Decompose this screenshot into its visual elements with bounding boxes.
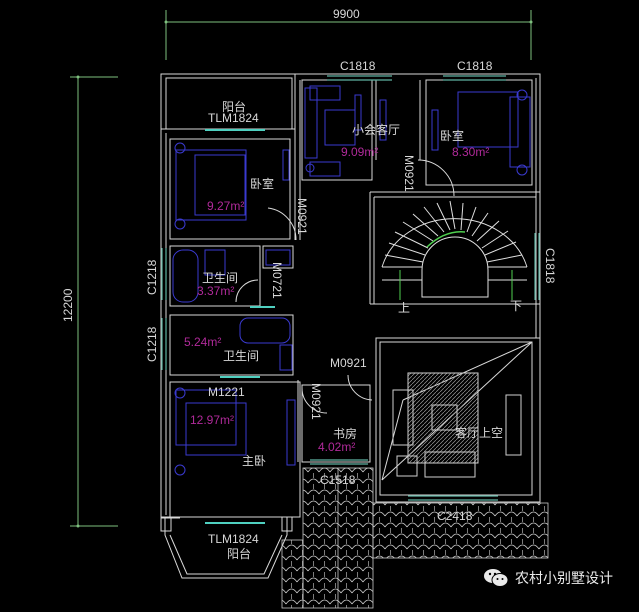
- room-area-bedroom-ne: 8.30m²: [452, 145, 490, 159]
- room-name-bedroom-ne: 卧室: [440, 129, 465, 143]
- window-label-living: C2418: [437, 509, 473, 523]
- watermark: 农村小别墅设计: [483, 568, 613, 588]
- spiral-stair: [381, 200, 528, 298]
- door-label-study-side: M0921: [309, 383, 323, 420]
- room-name-balcony-top: 阳台: [222, 100, 247, 114]
- room-area-bedroom-nw: 9.27m²: [207, 199, 245, 213]
- window-label-bath1: C1218: [145, 259, 159, 295]
- room-area-bath1: 3.37m²: [197, 284, 235, 298]
- dimension-width: 9900: [333, 7, 360, 21]
- terrace-tiles: [281, 467, 549, 609]
- room-area-study: 4.02m²: [318, 440, 356, 454]
- stair-down-label: 下: [510, 299, 523, 313]
- room-name-bath2: 卫生间: [223, 349, 260, 363]
- door-label-bath1: M0721: [270, 262, 284, 299]
- window-label-study: C1518: [320, 473, 356, 487]
- room-area-bath2: 5.24m²: [184, 335, 222, 349]
- watermark-text: 农村小别墅设计: [515, 571, 613, 587]
- door-label-study-top: M0921: [330, 356, 367, 370]
- door-label-balcony-bottom: TLM1824: [208, 532, 259, 546]
- door-label-master: M1221: [208, 385, 245, 399]
- door-swings: [235, 159, 455, 414]
- door-label-balcony-top: TLM1824: [208, 111, 259, 125]
- room-name-study: 书房: [333, 427, 358, 441]
- room-name-bedroom-nw: 卧室: [250, 177, 275, 191]
- room-name-master: 主卧: [242, 454, 267, 468]
- room-name-lounge: 小会客厅: [352, 123, 401, 137]
- room-name-bath1: 卫生间: [202, 271, 239, 285]
- stair-up-label: 上: [398, 301, 411, 315]
- door-label-lounge: M0921: [402, 155, 416, 192]
- sliding-doors: [205, 129, 275, 524]
- stair-arrows: [399, 231, 513, 300]
- room-area-master: 12.97m²: [190, 413, 235, 427]
- room-name-balcony-bottom: 阳台: [227, 547, 252, 561]
- room-name-living-void: 客厅上空: [455, 426, 504, 440]
- door-label-bedroom1: M0921: [295, 198, 309, 235]
- window-label-bath2: C1218: [145, 326, 159, 362]
- windows: [161, 75, 540, 501]
- living-furniture: [392, 372, 522, 478]
- wechat-icon: [483, 568, 509, 588]
- window-label-top-right: C1818: [457, 59, 493, 73]
- dimension-height: 12200: [61, 288, 75, 322]
- window-label-stair: C1818: [543, 248, 557, 284]
- room-area-lounge: 9.09m²: [341, 145, 379, 159]
- furniture: [172, 85, 531, 476]
- window-label-top-left: C1818: [340, 59, 376, 73]
